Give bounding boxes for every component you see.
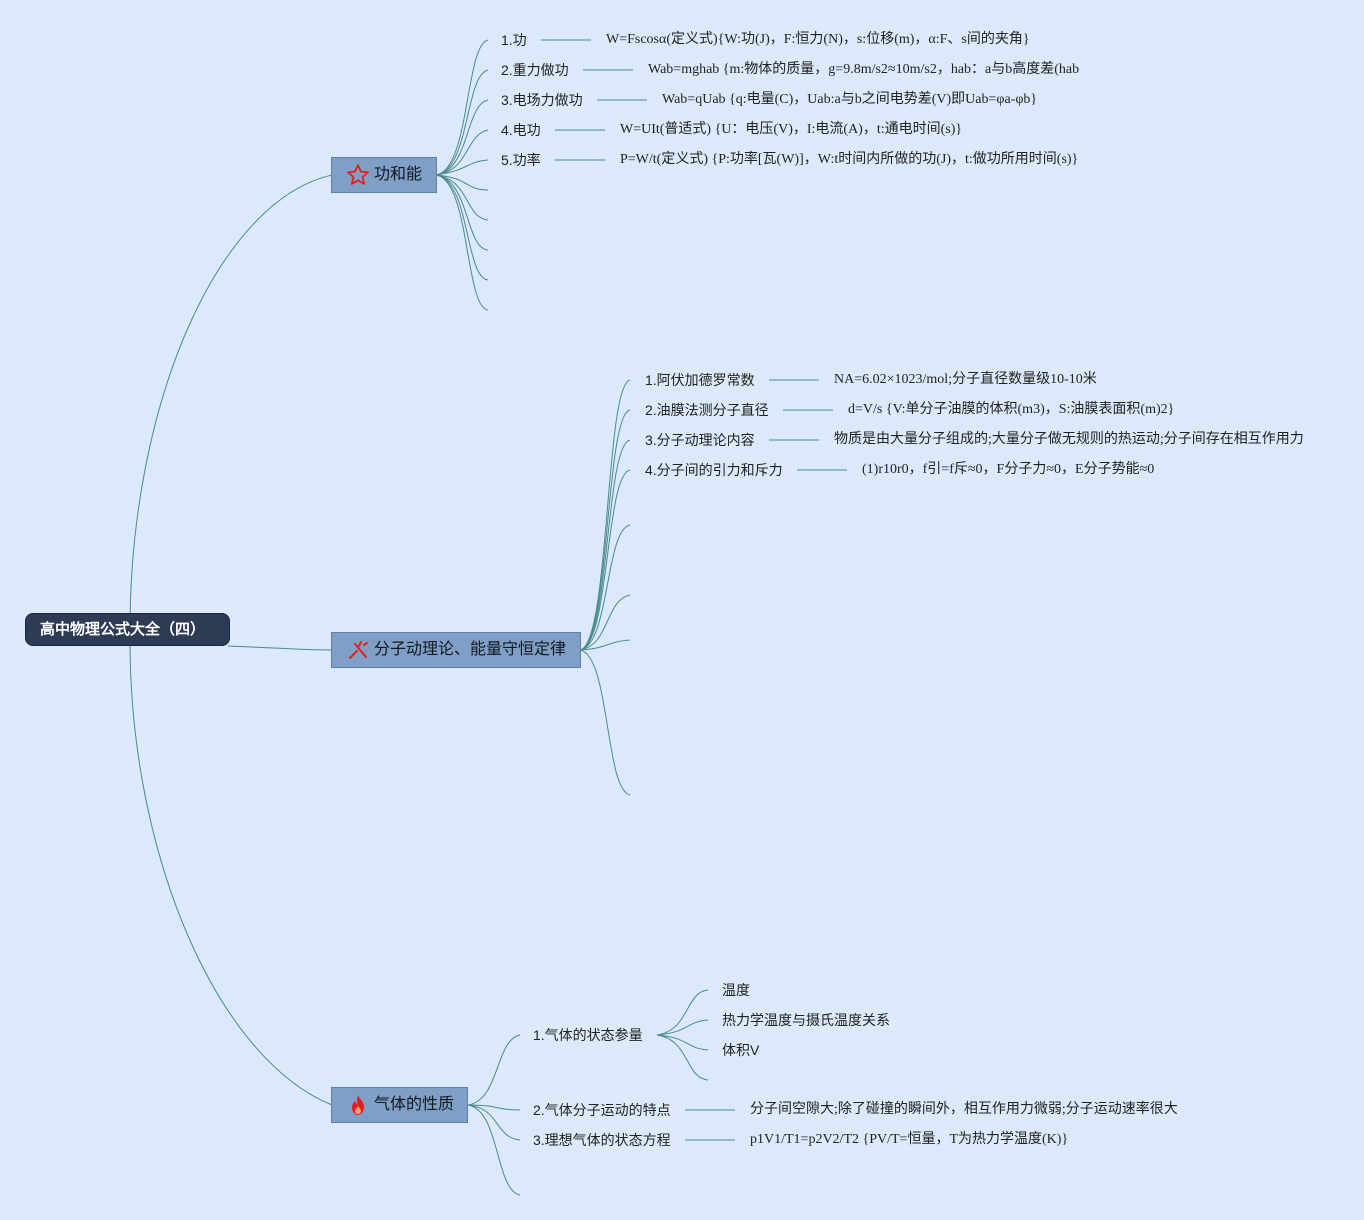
formula-molecular-forces[interactable]: (1)r10r0，f引=f斥≈0，F分子力≈0，E分子势能≈0 (862, 462, 1155, 477)
formula-gravity-work[interactable]: Wab=mghab {m:物体的质量，g=9.8m/s2≈10m/s2，hab：… (648, 62, 1080, 77)
subtopic-oil-film[interactable]: 2.油膜法测分子直径 (645, 402, 769, 418)
formula-oil-film[interactable]: d=V/s {V:单分子油膜的体积(m3)，S:油膜表面积(m)2} (848, 402, 1175, 417)
subtopic-electric-work[interactable]: 4.电功 (501, 122, 541, 138)
subtopic-gas-molecular-motion[interactable]: 2.气体分子运动的特点 (533, 1102, 671, 1118)
connector-root-branch-1 (129, 174, 333, 631)
connector-root-branch-2 (227, 645, 333, 651)
topic-label: 气体的性质 (374, 1096, 455, 1113)
star-icon (347, 164, 369, 185)
leaf-temperature[interactable]: 温度 (722, 982, 750, 998)
subtopic-gravity-work[interactable]: 2.重力做功 (501, 62, 569, 78)
tools-icon (349, 641, 368, 659)
subtopic-avogadro[interactable]: 1.阿伏加德罗常数 (645, 372, 755, 388)
topic-molecular-kinetic-theory[interactable]: 分子动理论、能量守恒定律 (331, 632, 581, 668)
formula-gas-molecular-motion[interactable]: 分子间空隙大;除了碰撞的瞬间外，相互作用力微弱;分子运动速率很大 (750, 1102, 1178, 1117)
formula-work[interactable]: W=Fscosα(定义式){W:功(J)，F:恒力(N)，s:位移(m)，α:F… (606, 32, 1030, 47)
formula-kinetic-theory[interactable]: 物质是由大量分子组成的;大量分子做无规则的热运动;分子间存在相互作用力 (834, 432, 1304, 447)
formula-electric-work[interactable]: W=UIt(普适式) {U：电压(V)，I:电流(A)，t:通电时间(s)} (620, 122, 963, 137)
formula-ideal-gas-equation[interactable]: p1V1/T1=p2V2/T2 {PV/T=恒量，T为热力学温度(K)} (750, 1132, 1069, 1147)
leaf-thermodynamic-temperature[interactable]: 热力学温度与摄氏温度关系 (722, 1012, 890, 1028)
subtopic-molecular-forces[interactable]: 4.分子间的引力和斥力 (645, 462, 783, 478)
subtopic-ideal-gas-equation[interactable]: 3.理想气体的状态方程 (533, 1132, 671, 1148)
leaf-volume[interactable]: 体积V (722, 1042, 760, 1058)
fire-icon (352, 1095, 364, 1115)
topic-label: 分子动理论、能量守恒定律 (374, 641, 567, 658)
topic-work-and-energy[interactable]: 功和能 (331, 157, 437, 193)
formula-electric-field-work[interactable]: Wab=qUab {q:电量(C)，Uab:a与b之间电势差(V)即Uab=φa… (662, 92, 1038, 107)
topic-label: 功和能 (374, 166, 423, 183)
formula-avogadro[interactable]: NA=6.02×1023/mol;分子直径数量级10-10米 (834, 372, 1097, 387)
root-topic-label: 高中物理公式大全（四） (40, 621, 206, 638)
subtopic-power[interactable]: 5.功率 (501, 152, 541, 168)
formula-power[interactable]: P=W/t(定义式) {P:功率[瓦(W)]，W:t时间内所做的功(J)，t:做… (620, 152, 1079, 167)
subtopic-gas-state-parameters[interactable]: 1.气体的状态参量 (533, 1027, 643, 1043)
topic-gas-properties[interactable]: 气体的性质 (331, 1087, 468, 1123)
subtopic-work[interactable]: 1.功 (501, 32, 527, 48)
subtopic-electric-field-work[interactable]: 3.电场力做功 (501, 92, 583, 108)
connector-root-branch-3 (129, 639, 333, 1106)
subtopic-kinetic-theory[interactable]: 3.分子动理论内容 (645, 432, 755, 448)
root-topic[interactable]: 高中物理公式大全（四） (25, 613, 230, 646)
